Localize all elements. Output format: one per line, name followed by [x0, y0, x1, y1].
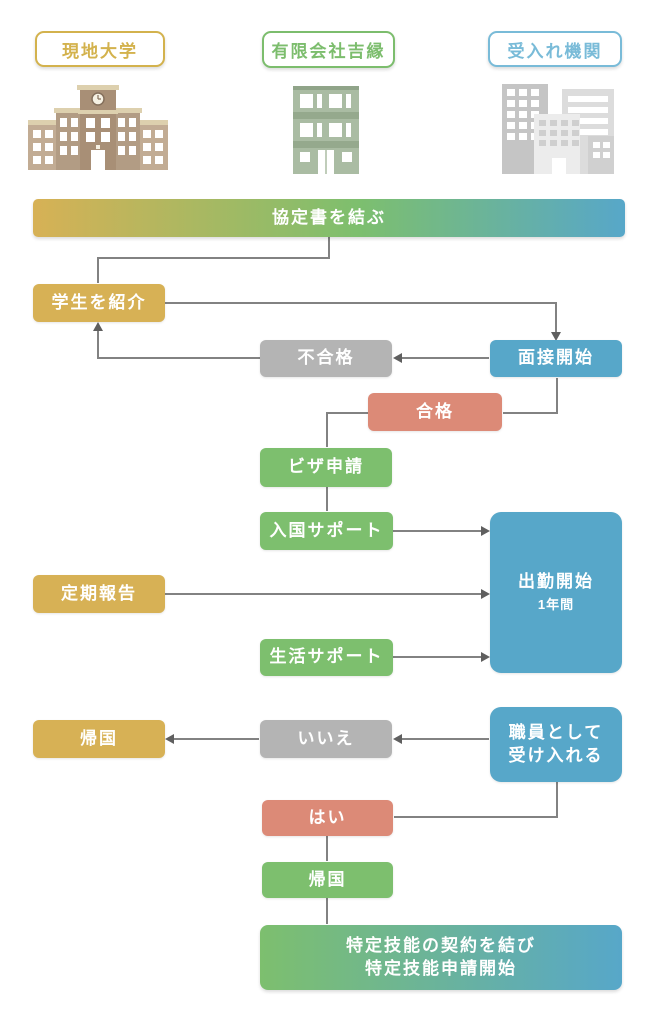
- connector-agreement-to-introduce: [97, 237, 330, 283]
- node-yes: はい: [262, 800, 393, 836]
- connector-interview-to-pass: [503, 378, 558, 414]
- node-visa-application: ビザ申請: [260, 448, 392, 487]
- arrowhead-right-work-entry: [481, 526, 490, 536]
- connector-pass-to-visa: [326, 412, 368, 447]
- node-tokutei-ginou: 特定技能の契約を結び 特定技能申請開始: [260, 925, 622, 990]
- node-fail-label: 不合格: [297, 348, 355, 368]
- connector-introduce-to-interview: [165, 302, 557, 333]
- node-work-start-duration: 1年間: [537, 597, 575, 613]
- node-no: いいえ: [260, 720, 392, 758]
- node-hire-as-staff-line1: 職員として: [508, 722, 604, 742]
- node-agreement-label: 協定書を結ぶ: [272, 207, 386, 227]
- arrowhead-left-fail: [393, 353, 402, 363]
- node-hire-as-staff: 職員として 受け入れる: [490, 707, 622, 782]
- arrowhead-right-work-report: [481, 589, 490, 599]
- header-local-university: 現地大学: [35, 31, 165, 67]
- node-interview-start-label: 面接開始: [518, 348, 594, 368]
- header-receiving-organization: 受入れ機関: [488, 31, 622, 67]
- university-building-icon: [28, 85, 168, 170]
- arrowhead-left-no: [393, 734, 402, 744]
- node-life-support-label: 生活サポート: [269, 647, 384, 667]
- node-return-home: 帰国: [33, 720, 165, 758]
- arrowhead-up-introduce: [93, 322, 103, 331]
- node-work-start: 出勤開始 1年間: [490, 512, 622, 673]
- node-agreement: 協定書を結ぶ: [33, 199, 625, 237]
- header-local-university-label: 現地大学: [62, 41, 138, 61]
- node-no-label: いいえ: [297, 728, 355, 748]
- header-yoshien-company: 有限会社吉縁: [262, 31, 395, 68]
- node-interview-start: 面接開始: [490, 340, 622, 377]
- header-receiving-organization-label: 受入れ機関: [507, 41, 603, 61]
- node-return-home-green-label: 帰国: [308, 869, 347, 889]
- node-visa-application-label: ビザ申請: [288, 457, 364, 477]
- node-fail: 不合格: [260, 340, 392, 377]
- node-pass-label: 合格: [416, 401, 454, 421]
- arrowhead-down-interview: [551, 332, 561, 341]
- node-tokutei-ginou-line2: 特定技能申請開始: [365, 958, 517, 978]
- node-return-home-label: 帰国: [80, 728, 118, 748]
- connector-hire-to-yes: [394, 782, 558, 818]
- node-hire-as-staff-line2: 受け入れる: [508, 745, 604, 765]
- arrowhead-left-return: [165, 734, 174, 744]
- arrowhead-right-work-life: [481, 652, 490, 662]
- node-tokutei-ginou-line1: 特定技能の契約を結び: [346, 935, 536, 955]
- organization-buildings-icon: [502, 84, 614, 174]
- node-introduce-students-label: 学生を紹介: [51, 292, 147, 312]
- node-yes-label: はい: [308, 807, 347, 827]
- company-building-icon: [293, 86, 359, 174]
- node-periodic-report: 定期報告: [33, 575, 165, 613]
- header-yoshien-company-label: 有限会社吉縁: [271, 42, 386, 61]
- connector-fail-to-introduce: [97, 331, 260, 359]
- node-introduce-students: 学生を紹介: [33, 284, 165, 322]
- node-return-home-green: 帰国: [262, 862, 393, 898]
- node-life-support: 生活サポート: [260, 639, 393, 676]
- node-periodic-report-label: 定期報告: [61, 583, 137, 603]
- node-entry-support-label: 入国サポート: [269, 520, 384, 540]
- node-entry-support: 入国サポート: [260, 512, 393, 550]
- node-work-start-label: 出勤開始: [518, 572, 594, 592]
- node-pass: 合格: [368, 393, 502, 431]
